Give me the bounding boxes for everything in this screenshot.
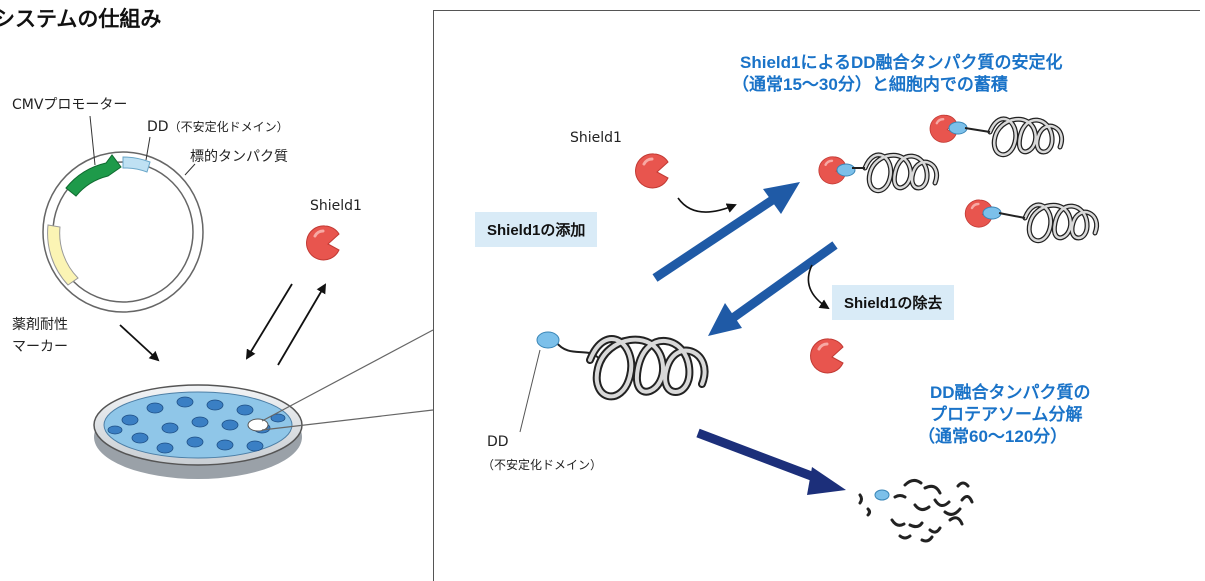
system-diagram <box>42 113 1205 543</box>
dd-label-right: DD <box>487 434 509 450</box>
degradation-heading-2: プロテアソーム分解 <box>930 405 1083 424</box>
marker-label: マーカー <box>12 339 68 355</box>
zoom-panel <box>433 10 1200 581</box>
stabilized-protein-1 <box>817 155 937 191</box>
stabilized-protein-3 <box>964 198 1096 241</box>
shield1-add-badge: Shield1の添加 <box>475 212 598 247</box>
stabilization-heading-1: Shield1によるDD融合タンパク質の安定化 <box>740 53 1063 72</box>
cmv-promoter-label: CMVプロモーター <box>12 97 128 113</box>
drug-resistance-label: 薬剤耐性 <box>12 317 68 333</box>
shield1-label-left: Shield1 <box>310 198 362 214</box>
degradation-heading-3: （通常60〜120分） <box>918 427 1068 446</box>
dd-fusion-protein <box>519 331 705 433</box>
page-title: システムの仕組み <box>0 7 162 31</box>
shield1-remove-badge: Shield1の除去 <box>832 285 955 320</box>
stabilization-heading-2: （通常15〜30分）と細胞内での蓄積 <box>732 75 1008 94</box>
degradation-heading-1: DD融合タンパク質の <box>930 383 1091 402</box>
target-protein-label: 標的タンパク質 <box>190 149 288 165</box>
plasmid <box>42 115 204 313</box>
petri-dish <box>93 384 303 479</box>
shield1-label-right: Shield1 <box>570 130 622 146</box>
stabilized-protein-2 <box>928 113 1062 155</box>
dd-sub-label-right: （不安定化ドメイン） <box>482 458 603 472</box>
shield1-molecule <box>305 224 341 262</box>
dd-label: DD（不安定化ドメイン） <box>147 119 289 135</box>
degraded-protein-fragments <box>858 478 974 543</box>
